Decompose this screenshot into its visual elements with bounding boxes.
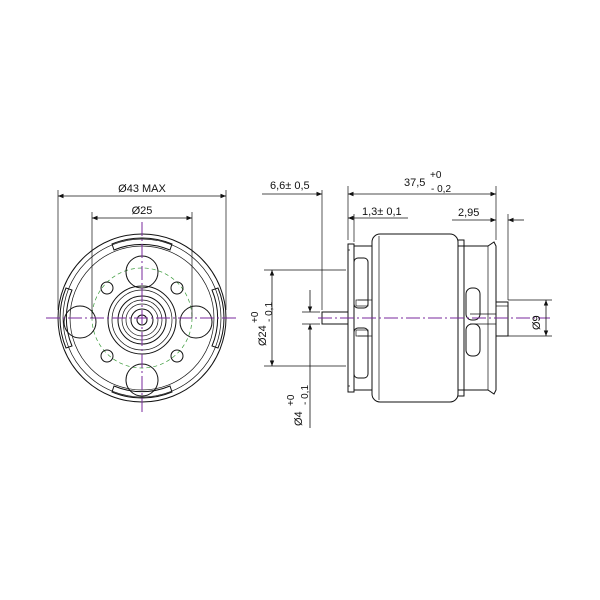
vent-hole-right bbox=[179, 305, 213, 339]
label-rear-boss-diameter: Ø9 bbox=[531, 315, 543, 330]
mount-hole-3 bbox=[100, 349, 114, 363]
vent-slot-left bbox=[59, 287, 73, 349]
label-shaft-diameter: Ø4 bbox=[293, 411, 305, 426]
front-flange bbox=[347, 243, 355, 393]
mount-hole-2 bbox=[170, 281, 184, 295]
rear-slot-top bbox=[465, 287, 481, 321]
hub-ring-6 bbox=[130, 308, 154, 332]
mount-hole-4 bbox=[170, 349, 184, 363]
label-shaft-diameter-tol-upper: +0 bbox=[286, 394, 297, 406]
label-shaft-diameter-tol-lower: - 0,1 bbox=[300, 385, 311, 405]
rear-boss bbox=[495, 301, 509, 337]
front-view: Ø43 MAX Ø25 bbox=[46, 183, 238, 412]
label-rear-length: 2,95 bbox=[458, 207, 479, 219]
stator-slot-bottom bbox=[353, 327, 369, 379]
mount-hole-1 bbox=[100, 281, 114, 295]
label-flange-thickness: 1,3± 0,1 bbox=[362, 206, 402, 218]
label-body-diameter-tol-upper: +0 bbox=[250, 311, 261, 323]
rear-slot-bottom bbox=[465, 323, 481, 357]
label-total-length-tol-upper: +0 bbox=[430, 170, 442, 181]
label-total-length: 37,5 bbox=[404, 177, 425, 189]
label-body-diameter-tol-lower: - 0,1 bbox=[264, 302, 275, 322]
label-inner-diameter: Ø25 bbox=[132, 205, 153, 217]
side-view: 37,5 +0 - 0,2 6,6± 0,5 1,3± 0,1 2,95 Ø24… bbox=[250, 170, 552, 428]
vent-slot-bottom bbox=[111, 385, 173, 399]
label-shaft-projection: 6,6± 0,5 bbox=[270, 180, 310, 192]
vent-slot-right bbox=[211, 287, 225, 349]
stator-slot-top bbox=[353, 257, 369, 309]
label-total-length-tol-lower: - 0,2 bbox=[431, 184, 451, 195]
label-body-diameter: Ø24 bbox=[257, 325, 269, 346]
label-outer-diameter: Ø43 MAX bbox=[118, 183, 166, 195]
vent-slot-top bbox=[111, 237, 173, 251]
stator-section bbox=[354, 245, 372, 391]
vent-hole-left bbox=[63, 305, 97, 339]
